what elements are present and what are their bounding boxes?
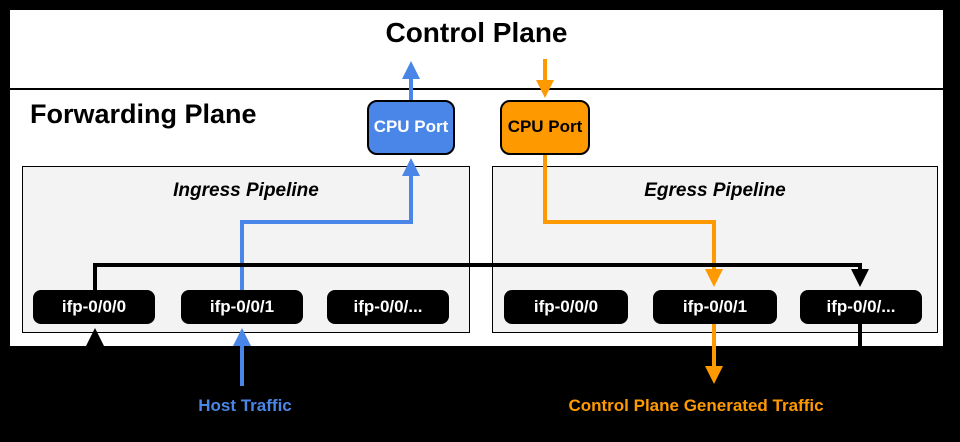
egress-port-ifp-0-0-1: ifp-0/0/1 (653, 290, 777, 324)
ingress-port-ifp-0-0-1: ifp-0/0/1 (181, 290, 303, 324)
ingress-port-ifp-0-0-0: ifp-0/0/0 (33, 290, 155, 324)
egress-pipeline-title: Egress Pipeline (644, 180, 786, 201)
host-traffic-legend: Host Traffic (198, 396, 292, 415)
cpu-port-box-control: CPU Port (500, 100, 590, 155)
forwarding-plane-title: Forwarding Plane (30, 99, 257, 129)
control-plane-title: Control Plane (385, 17, 568, 48)
cpu-port-box-host: CPU Port (367, 100, 455, 155)
egress-port-ifp-0-0-more: ifp-0/0/... (800, 290, 922, 324)
ingress-port-ifp-0-0-more: ifp-0/0/... (327, 290, 449, 324)
ingress-pipeline-title: Ingress Pipeline (173, 180, 319, 201)
control-plane-traffic-legend: Control Plane Generated Traffic (568, 396, 824, 415)
plane-divider-line (10, 88, 943, 90)
egress-port-ifp-0-0-0: ifp-0/0/0 (504, 290, 628, 324)
